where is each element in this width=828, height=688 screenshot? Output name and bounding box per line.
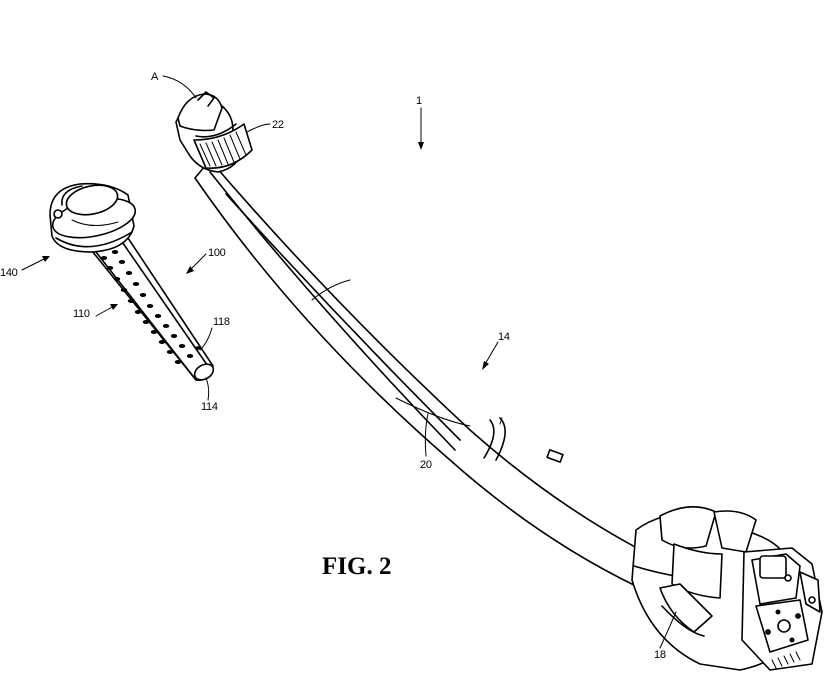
label-118: 118 xyxy=(213,316,230,328)
label-100: 100 xyxy=(208,247,226,259)
knurled-ring xyxy=(193,123,253,169)
label-114: 114 xyxy=(201,401,218,413)
label-110: 110 xyxy=(73,308,90,320)
insert-component xyxy=(49,182,215,382)
leader-lines xyxy=(21,75,677,649)
label-18: 18 xyxy=(654,649,666,661)
figure-caption: FIG. 2 xyxy=(322,553,391,580)
tube-perforations xyxy=(100,250,201,364)
label-140: 140 xyxy=(0,267,18,279)
connector-pins xyxy=(771,651,801,669)
label-1: 1 xyxy=(416,95,422,107)
main-device xyxy=(175,91,823,671)
label-22: 22 xyxy=(272,119,284,131)
handle-assembly xyxy=(631,506,823,671)
reference-labels: A 22 1 100 140 110 118 114 14 20 18 xyxy=(0,71,666,661)
label-20: 20 xyxy=(420,459,432,471)
label-A: A xyxy=(151,71,159,83)
label-14: 14 xyxy=(498,331,510,343)
